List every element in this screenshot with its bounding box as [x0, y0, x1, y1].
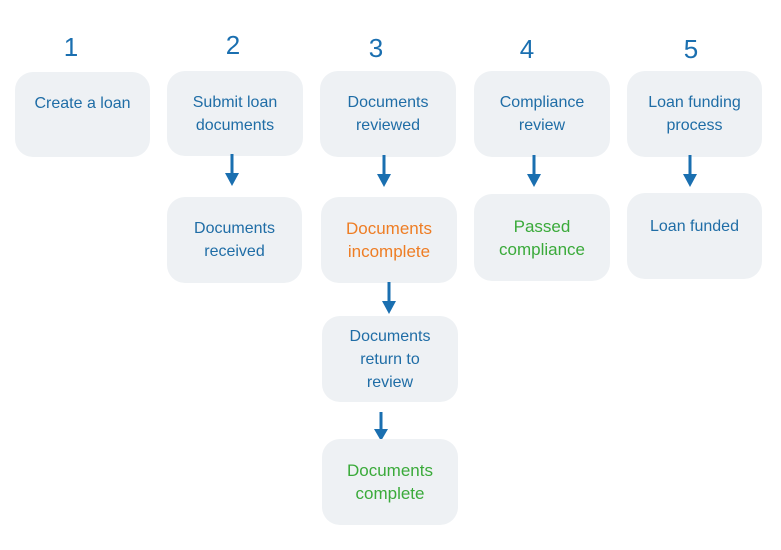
- step-5-outcome-funded-box: Loan funded: [627, 193, 762, 279]
- step-number-1: 1: [63, 32, 79, 62]
- step-5-label: Loan funding process: [648, 94, 741, 134]
- arrow-down-icon: [527, 155, 541, 187]
- step-1-label: Create a loan: [34, 95, 131, 112]
- step-2-label: Submit loan documents: [192, 93, 278, 134]
- step-5-outcome-label: Loan funded: [650, 218, 739, 235]
- step-3-box: Documents reviewed: [320, 71, 456, 157]
- step-3-outcome-complete-label: Documents complete: [347, 461, 433, 503]
- arrow-down-icon: [225, 154, 239, 186]
- arrow-down-icon: [374, 412, 388, 441]
- step-3-outcome-return-box: Documents return to review: [322, 316, 458, 402]
- step-3-outcome-incomplete-label: Documents incomplete: [346, 219, 432, 261]
- step-3-label: Documents reviewed: [347, 94, 429, 134]
- step-4-outcome-passed-box: Passed compliance: [474, 194, 610, 281]
- step-4-box: Compliance review: [474, 71, 610, 157]
- step-4-label: Compliance review: [499, 94, 585, 134]
- step-2-outcome-label: Documents received: [194, 220, 275, 260]
- step-3-outcome-return-label: Documents return to review: [349, 327, 431, 391]
- step-number-3: 3: [368, 33, 384, 63]
- step-4-outcome-label: Passed compliance: [499, 216, 585, 259]
- step-number-4: 4: [519, 34, 535, 64]
- step-number-5: 5: [683, 34, 699, 64]
- step-3-outcome-complete-box: Documents complete: [322, 439, 458, 525]
- step-2-box: Submit loan documents: [167, 71, 303, 156]
- step-3-outcome-incomplete-box: Documents incomplete: [321, 197, 457, 283]
- arrow-down-icon: [683, 155, 697, 187]
- arrow-down-icon: [377, 155, 391, 187]
- step-5-box: Loan funding process: [627, 71, 762, 157]
- arrow-down-icon: [382, 282, 396, 314]
- step-number-2: 2: [225, 30, 241, 60]
- step-2-outcome-received-box: Documents received: [167, 197, 302, 283]
- step-1-box: Create a loan: [15, 72, 150, 157]
